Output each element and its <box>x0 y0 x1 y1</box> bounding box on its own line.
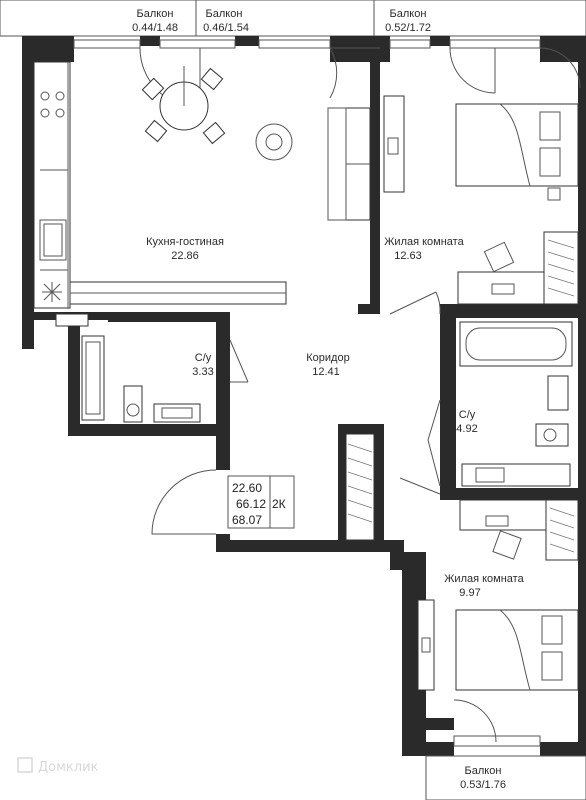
washer-1 <box>55 313 89 327</box>
balcony-top-1: Балкон 0.44/1.48 <box>0 0 197 37</box>
bed-1 <box>455 103 579 201</box>
balcony-bottom-label: Балкон <box>465 765 502 777</box>
watermark-text: Домклик <box>38 760 99 775</box>
wardrobe-1 <box>543 231 579 305</box>
corridor-area: 12.41 <box>312 366 340 378</box>
bedroom2-name: Жилая комната <box>444 573 524 585</box>
balcony-top-3-area: 0.52/1.72 <box>385 22 431 34</box>
tv-unit-1 <box>383 95 405 193</box>
coffee-table <box>255 123 293 161</box>
balcony-bottom: Балкон 0.53/1.76 <box>425 735 586 800</box>
corridor-wardrobe <box>345 433 375 541</box>
balcony-top-2: Балкон 0.46/1.54 <box>195 0 375 37</box>
area-summary: 22.60 66.12 68.07 2К <box>227 475 295 529</box>
toilet-1 <box>123 385 143 423</box>
bathtub-1 <box>81 335 105 421</box>
dining-table <box>141 66 226 145</box>
balcony-top-2-label: Балкон <box>206 8 243 20</box>
sofa <box>327 107 371 221</box>
balcony-top-2-area: 0.46/1.54 <box>203 22 249 34</box>
counter-2 <box>461 463 571 487</box>
balcony-top-3-label: Балкон <box>390 8 427 20</box>
sink-2 <box>547 375 569 411</box>
kitchen-name: Кухня-гостиная <box>146 236 224 248</box>
kitchen-area: 22.86 <box>171 250 199 262</box>
summary-living-area: 22.60 <box>232 481 262 495</box>
summary-total-with-balcony: 68.07 <box>232 513 262 527</box>
balcony-bottom-area: 0.53/1.76 <box>460 779 506 791</box>
balcony-top-1-area: 0.44/1.48 <box>132 22 178 34</box>
desk-2 <box>459 499 547 560</box>
wardrobe-2 <box>545 499 579 561</box>
kitchen-counter <box>33 61 71 309</box>
tv-unit-2 <box>417 599 435 691</box>
bath1-area: 3.33 <box>192 366 213 378</box>
summary-total-area: 66.12 <box>236 497 266 511</box>
kitchen-bar <box>69 281 287 305</box>
bedroom2-area: 9.97 <box>459 587 480 599</box>
sink-1 <box>153 403 201 423</box>
bathtub-2 <box>459 321 573 367</box>
toilet-2 <box>535 423 569 447</box>
bedroom1-area: 12.63 <box>394 250 422 262</box>
bed-2 <box>455 609 579 691</box>
bath1-name: С/у <box>195 352 212 364</box>
walls <box>22 36 586 756</box>
bath2-name: С/у <box>459 409 476 421</box>
watermark: Домклик <box>17 757 99 775</box>
bath2-area: 4.92 <box>456 423 477 435</box>
bedroom1-name: Жилая комната <box>384 236 464 248</box>
balcony-top-1-label: Балкон <box>137 8 174 20</box>
summary-rooms-type: 2К <box>272 497 286 511</box>
balcony-top-3: Балкон 0.52/1.72 <box>373 0 586 37</box>
desk-1 <box>457 241 545 305</box>
corridor-name: Коридор <box>306 352 349 364</box>
